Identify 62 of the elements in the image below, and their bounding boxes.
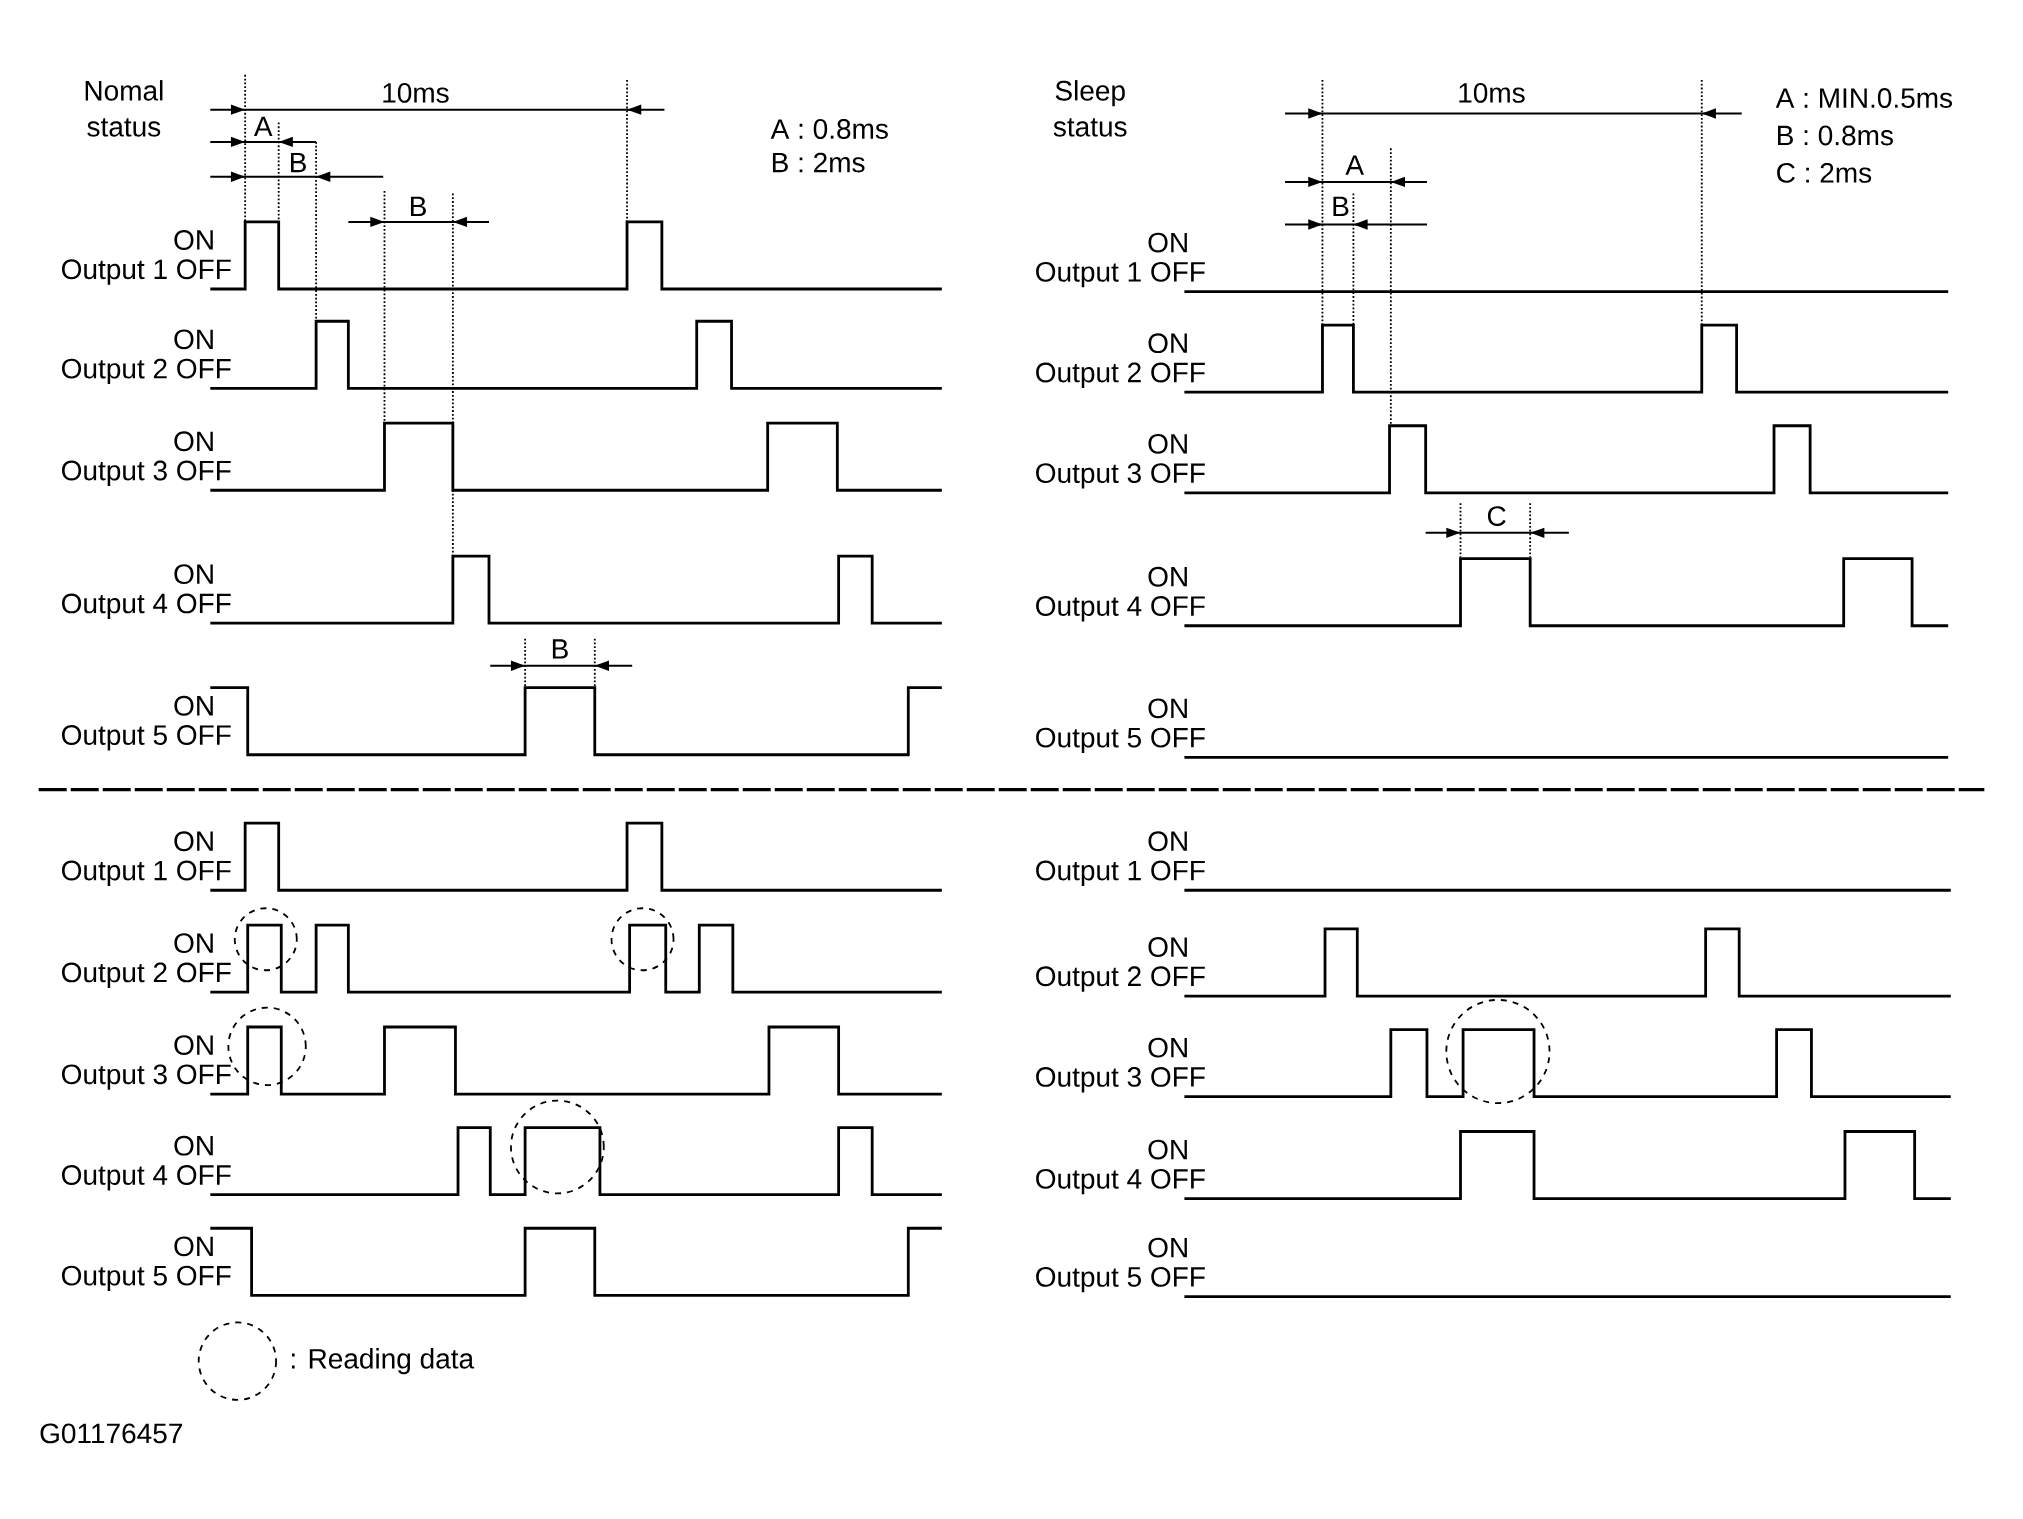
dimension-label: 10ms — [1459, 83, 1525, 104]
state-label: ON — [1148, 434, 1187, 454]
dimension-label: B — [1333, 197, 1349, 217]
signal-label: Output 3 OFF — [62, 460, 231, 487]
reading-data-circle — [233, 907, 298, 972]
signal-label: Output 2 OFF — [62, 358, 231, 385]
state-label: ON — [174, 831, 213, 852]
status-heading: Nomal status — [85, 80, 163, 137]
signal-label: Output 5 OFF — [1036, 727, 1205, 754]
dimension-label: B — [552, 639, 568, 659]
state-label: ON — [174, 431, 213, 452]
signal-label: Output 4 OFF — [1036, 1169, 1205, 1195]
signal-label: Output 4 OFF — [62, 593, 231, 620]
reading-data-circle — [1445, 999, 1551, 1105]
state-label: ON — [174, 329, 213, 350]
state-label: ON — [1148, 1037, 1187, 1058]
signal-label: Output 3 OFF — [62, 1064, 231, 1091]
status-heading: Sleep status — [1053, 80, 1127, 137]
dimension-label: A — [253, 117, 273, 137]
state-label: ON — [174, 1035, 213, 1056]
signal-label: Output 2 OFF — [1036, 966, 1205, 992]
state-label: ON — [1148, 567, 1187, 587]
state-label: ON — [174, 696, 213, 716]
signal-label: Output 4 OFF — [1036, 596, 1205, 622]
signal-label: Output 3 OFF — [1036, 463, 1205, 489]
state-label: ON — [1148, 937, 1187, 958]
signal-label: Output 2 OFF — [1036, 362, 1205, 389]
signal-label: Output 1 OFF — [1036, 860, 1205, 887]
figure-id: G01176457 — [40, 1423, 182, 1444]
state-label: ON — [174, 564, 213, 585]
state-label: ON — [1148, 698, 1187, 719]
signal-label: Output 5 OFF — [62, 725, 231, 751]
note-text: C : 2ms — [1777, 163, 1872, 184]
dimension-label: B — [291, 153, 306, 173]
state-label: ON — [174, 230, 213, 251]
legend-entry: : Reading data — [197, 1321, 475, 1401]
dimension-label: 10ms — [383, 83, 449, 104]
note-text: A : MIN.0.5ms — [1775, 88, 1953, 109]
state-label: ON — [174, 933, 213, 954]
dimension-label: B — [411, 197, 426, 217]
note-text: B : 2ms — [772, 152, 865, 173]
signal-label: Output 3 OFF — [1036, 1067, 1205, 1093]
signal-label: Output 5 OFF — [1036, 1267, 1205, 1293]
note-text: B : 0.8ms — [1778, 125, 1893, 146]
state-label: ON — [1148, 1139, 1187, 1160]
signal-label: Output 1 OFF — [62, 259, 231, 285]
state-label: ON — [1148, 232, 1187, 253]
signal-label: Output 2 OFF — [62, 962, 231, 989]
signal-label: Output 5 OFF — [62, 1265, 231, 1292]
signal-label: Output 1 OFF — [62, 860, 231, 887]
state-label: ON — [1148, 831, 1187, 852]
dimension-label: C — [1487, 506, 1506, 527]
note-text: A : 0.8ms — [770, 119, 888, 140]
state-label: ON — [1148, 1237, 1187, 1258]
signal-label: Output 4 OFF — [62, 1165, 231, 1191]
dimension-label: A — [1345, 155, 1364, 175]
state-label: ON — [1148, 333, 1187, 354]
reading-data-circle — [610, 907, 675, 972]
signal-label: Output 1 OFF — [1036, 262, 1205, 288]
state-label: ON — [174, 1136, 213, 1156]
reading-data-circle — [510, 1099, 605, 1195]
state-label: ON — [174, 1236, 213, 1257]
